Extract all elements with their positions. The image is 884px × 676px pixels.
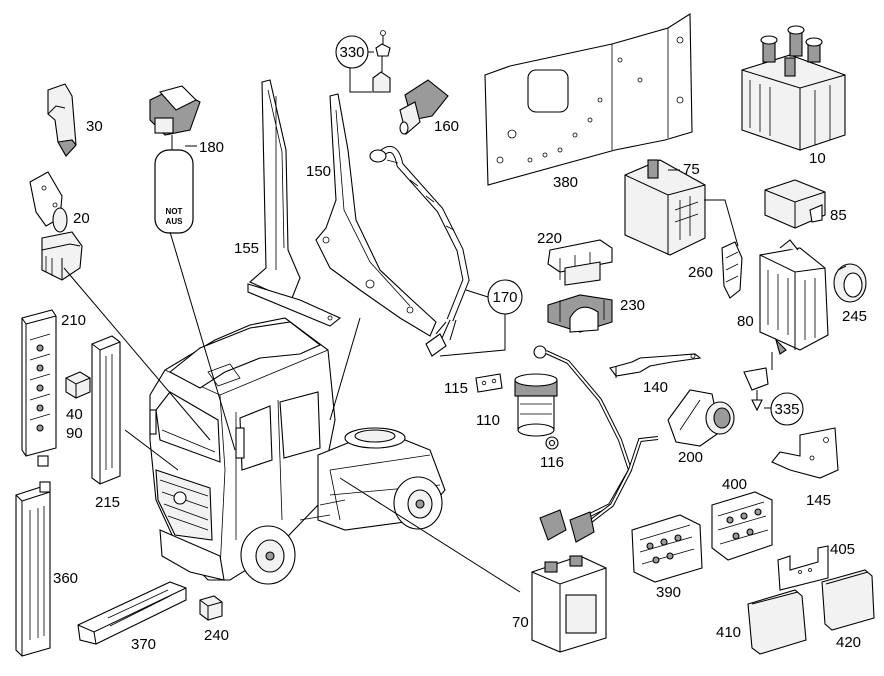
part-label-230: 230 (620, 297, 645, 314)
part-label-210: 210 (61, 312, 86, 329)
part-180-emergency-switch: NOT AUS (149, 85, 201, 234)
part-200-socket (667, 389, 735, 447)
part-label-330: 330 (339, 44, 364, 61)
part-70-control-unit (531, 555, 607, 653)
part-400-fuse-board (711, 491, 773, 561)
part-label-10: 10 (809, 150, 826, 167)
part-40-relay (65, 371, 91, 399)
part-label-390: 390 (656, 584, 681, 601)
part-label-180: 180 (199, 139, 224, 156)
part-360-rail (15, 481, 51, 657)
part-115-plate (475, 373, 503, 393)
not-aus-line1: NOT (166, 207, 183, 216)
part-260-cable-clip (721, 241, 743, 299)
part-210-terminal-block (21, 309, 57, 467)
part-145-bracket (771, 427, 839, 479)
part-75-relay-box (624, 159, 706, 256)
part-215-rail (91, 335, 121, 485)
part-label-30: 30 (86, 118, 103, 135)
part-label-240: 240 (204, 627, 229, 644)
part-label-160: 160 (434, 118, 459, 135)
part-410-cover (747, 589, 807, 655)
part-label-200: 200 (678, 449, 703, 466)
not-aus-line2: AUS (166, 217, 184, 226)
part-label-80: 80 (737, 313, 754, 330)
part-label-75: 75 (683, 161, 700, 178)
part-label-116: 116 (540, 454, 564, 471)
part-label-20: 20 (73, 210, 90, 227)
part-label-405: 405 (830, 541, 855, 558)
part-label-245: 245 (842, 308, 867, 325)
part-label-360: 360 (53, 570, 78, 587)
part-label-115: 115 (444, 380, 468, 397)
leader-lines (63, 231, 521, 593)
part-330-callout: 330 (335, 30, 391, 93)
part-240-clip (199, 595, 223, 621)
part-155-bracket (247, 79, 342, 327)
part-label-335: 335 (774, 401, 799, 418)
part-label-370: 370 (131, 636, 156, 653)
part-label-85: 85 (830, 207, 847, 224)
part-390-fuse-board (631, 514, 703, 583)
part-116-nut (545, 436, 559, 450)
part-label-110: 110 (476, 412, 500, 429)
part-label-70: 70 (512, 614, 529, 631)
part-label-140: 140 (643, 379, 668, 396)
part-170-harness (369, 145, 470, 357)
part-150-bracket (315, 93, 437, 337)
part-20-switch (29, 171, 83, 281)
part-30-switch-cover (47, 83, 77, 157)
part-label-170: 170 (492, 289, 517, 306)
part-380-mounting-plate (484, 13, 693, 186)
part-label-400: 400 (722, 476, 747, 493)
part-85-cover (764, 179, 826, 229)
part-label-40: 40 (66, 406, 83, 423)
part-label-215: 215 (95, 494, 120, 511)
part-label-420: 420 (836, 634, 861, 651)
part-label-410: 410 (716, 624, 741, 641)
part-label-260: 260 (688, 264, 713, 281)
part-label-145: 145 (806, 492, 831, 509)
part-140-strap (609, 353, 702, 378)
part-80-fuse-holder (759, 239, 829, 355)
part-label-150: 150 (306, 163, 331, 180)
part-label-90: 90 (66, 425, 83, 442)
part-405-strip (777, 545, 829, 591)
part-70-cable (533, 345, 659, 543)
part-label-380: 380 (553, 174, 578, 191)
part-230-clamp (547, 294, 613, 333)
part-label-155: 155 (234, 240, 259, 257)
part-245-grommet (833, 263, 867, 303)
truck-illustration (149, 317, 446, 585)
part-335-callout: 335 (743, 352, 804, 426)
part-label-220: 220 (537, 230, 562, 247)
part-10-battery-relay (741, 25, 846, 151)
part-420-cover (821, 569, 875, 631)
not-aus-label-plate (154, 149, 194, 234)
part-110-relay (514, 373, 558, 437)
part-160-connector (399, 79, 449, 135)
part-370-rail (77, 581, 187, 645)
part-220-clamp (547, 239, 613, 286)
